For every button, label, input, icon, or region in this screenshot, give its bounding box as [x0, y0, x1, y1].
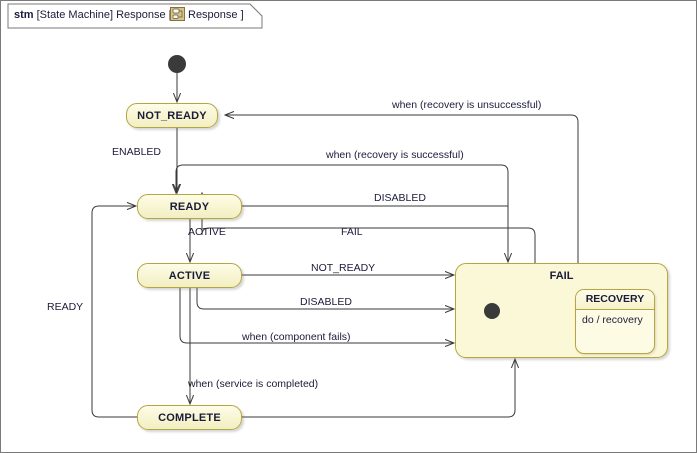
state-complete[interactable]: COMPLETE — [137, 405, 242, 430]
edge-complete-to-fail — [242, 359, 515, 418]
edge-complete-to-ready — [91, 206, 137, 418]
initial-node-fail — [484, 303, 500, 319]
state-recovery[interactable]: RECOVERY do / recovery — [575, 289, 655, 354]
transition-label-not-ready: NOT_READY — [311, 262, 376, 274]
edge-fail-to-ready-recovered — [176, 164, 509, 262]
transition-label-service-completed: when (service is completed) — [188, 378, 319, 390]
frame-tab-label: stm [State Machine] Response [ — [14, 9, 172, 21]
state-machine-icon — [170, 7, 185, 21]
edge-active-to-fail-component — [179, 288, 454, 343]
transition-label-disabled-ready: DISABLED — [374, 192, 426, 204]
state-ready-label: READY — [169, 200, 210, 213]
transition-label-recovery-unsuccessful: when (recovery is unsuccessful) — [392, 99, 542, 111]
state-recovery-label: RECOVERY — [576, 290, 654, 310]
edge-fail-to-not-ready — [225, 115, 579, 263]
state-recovery-activity: do / recovery — [582, 314, 643, 326]
state-not-ready-label: NOT_READY — [137, 109, 207, 122]
transition-label-active: ACTIVE — [188, 226, 226, 238]
frame-tab-keyword: stm — [14, 9, 34, 21]
edge-ready-to-fail-disabled — [242, 205, 508, 262]
transition-label-enabled: ENABLED — [112, 146, 162, 158]
edge-active-to-fail-disabled — [196, 288, 454, 309]
frame-tab-text: [State Machine] Response [ — [33, 9, 172, 21]
transition-label-component-fails: when (component fails) — [242, 331, 351, 343]
state-fail-label: FAIL — [549, 270, 574, 282]
state-active[interactable]: ACTIVE — [137, 263, 242, 288]
state-ready[interactable]: READY — [137, 194, 242, 219]
transition-label-fail: FAIL — [341, 226, 363, 238]
state-active-label: ACTIVE — [168, 269, 211, 282]
state-complete-label: COMPLETE — [158, 411, 221, 424]
transition-label-disabled-active: DISABLED — [300, 296, 352, 308]
initial-node-top — [168, 55, 186, 73]
transition-label-ready: READY — [47, 301, 84, 313]
state-not-ready[interactable]: NOT_READY — [126, 103, 218, 128]
transition-label-recovery-successful: when (recovery is successful) — [326, 149, 464, 161]
frame-tab-label-end: Response ] — [188, 9, 244, 21]
edge-fail-to-ready — [202, 193, 536, 263]
